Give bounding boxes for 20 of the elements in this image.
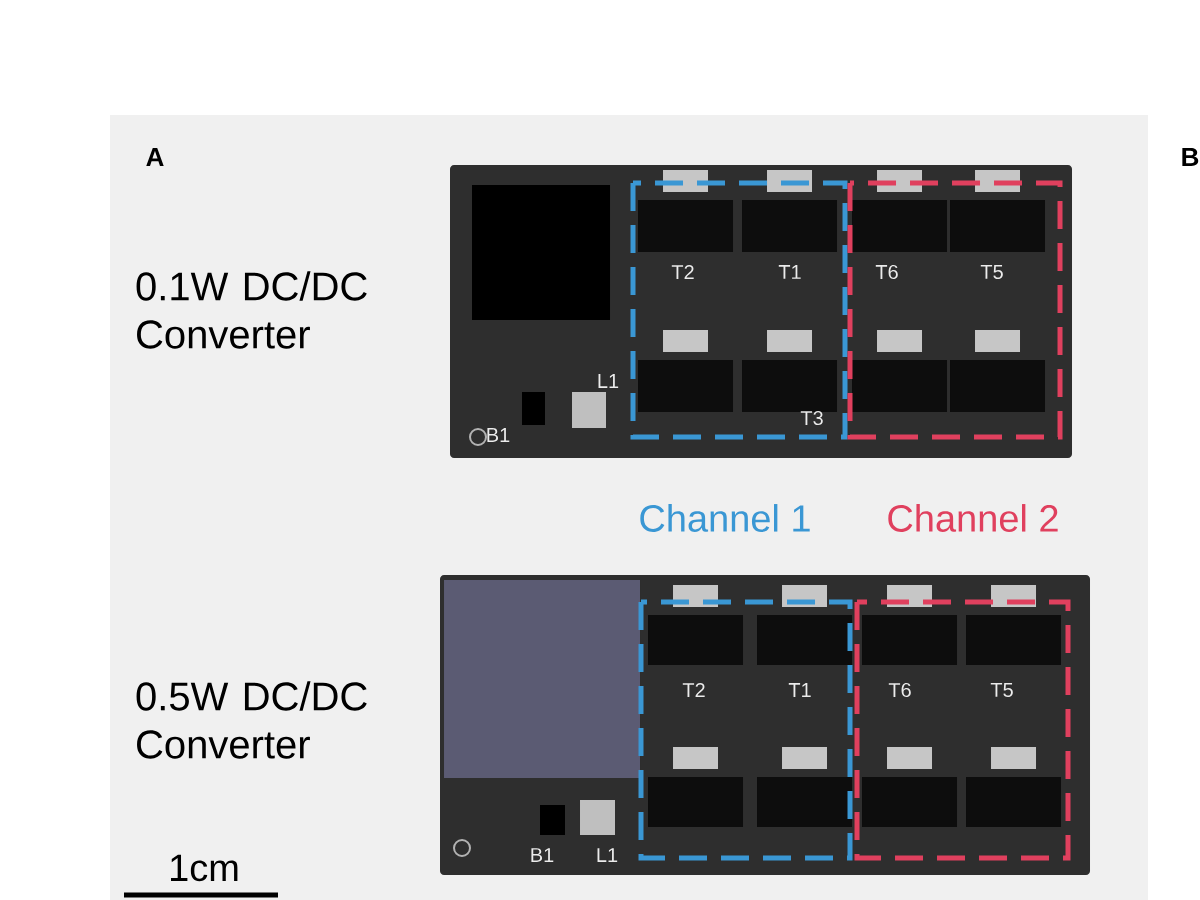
silkscreen-label: B1 — [531, 848, 554, 862]
silkscreen-label: L1 — [598, 374, 619, 388]
converter-label: 0.5W DC/DC Converter — [136, 681, 367, 759]
scale-label: 1cm — [171, 854, 238, 882]
silkscreen-label: T5 — [990, 683, 1013, 697]
silkscreen-label: T6 — [875, 264, 898, 280]
silkscreen-label: T3 — [800, 410, 823, 426]
silkscreen-label: T6 — [888, 682, 911, 698]
converter-label: 0.1W DC/DC Converter — [136, 271, 367, 349]
silkscreen-label: T5 — [980, 265, 1003, 279]
silkscreen-label: T1 — [778, 265, 801, 279]
silkscreen-label: T2 — [682, 683, 705, 697]
silkscreen-label: B1 — [487, 428, 510, 442]
channel-label: Channel 2 — [888, 504, 1058, 532]
panel-label: B — [1182, 148, 1199, 166]
silkscreen-label: L1 — [597, 848, 618, 862]
silkscreen-label: T1 — [788, 683, 811, 697]
silkscreen-label: T2 — [671, 265, 694, 279]
panel-label: A — [146, 148, 164, 166]
channel-label: Channel 1 — [640, 504, 810, 532]
